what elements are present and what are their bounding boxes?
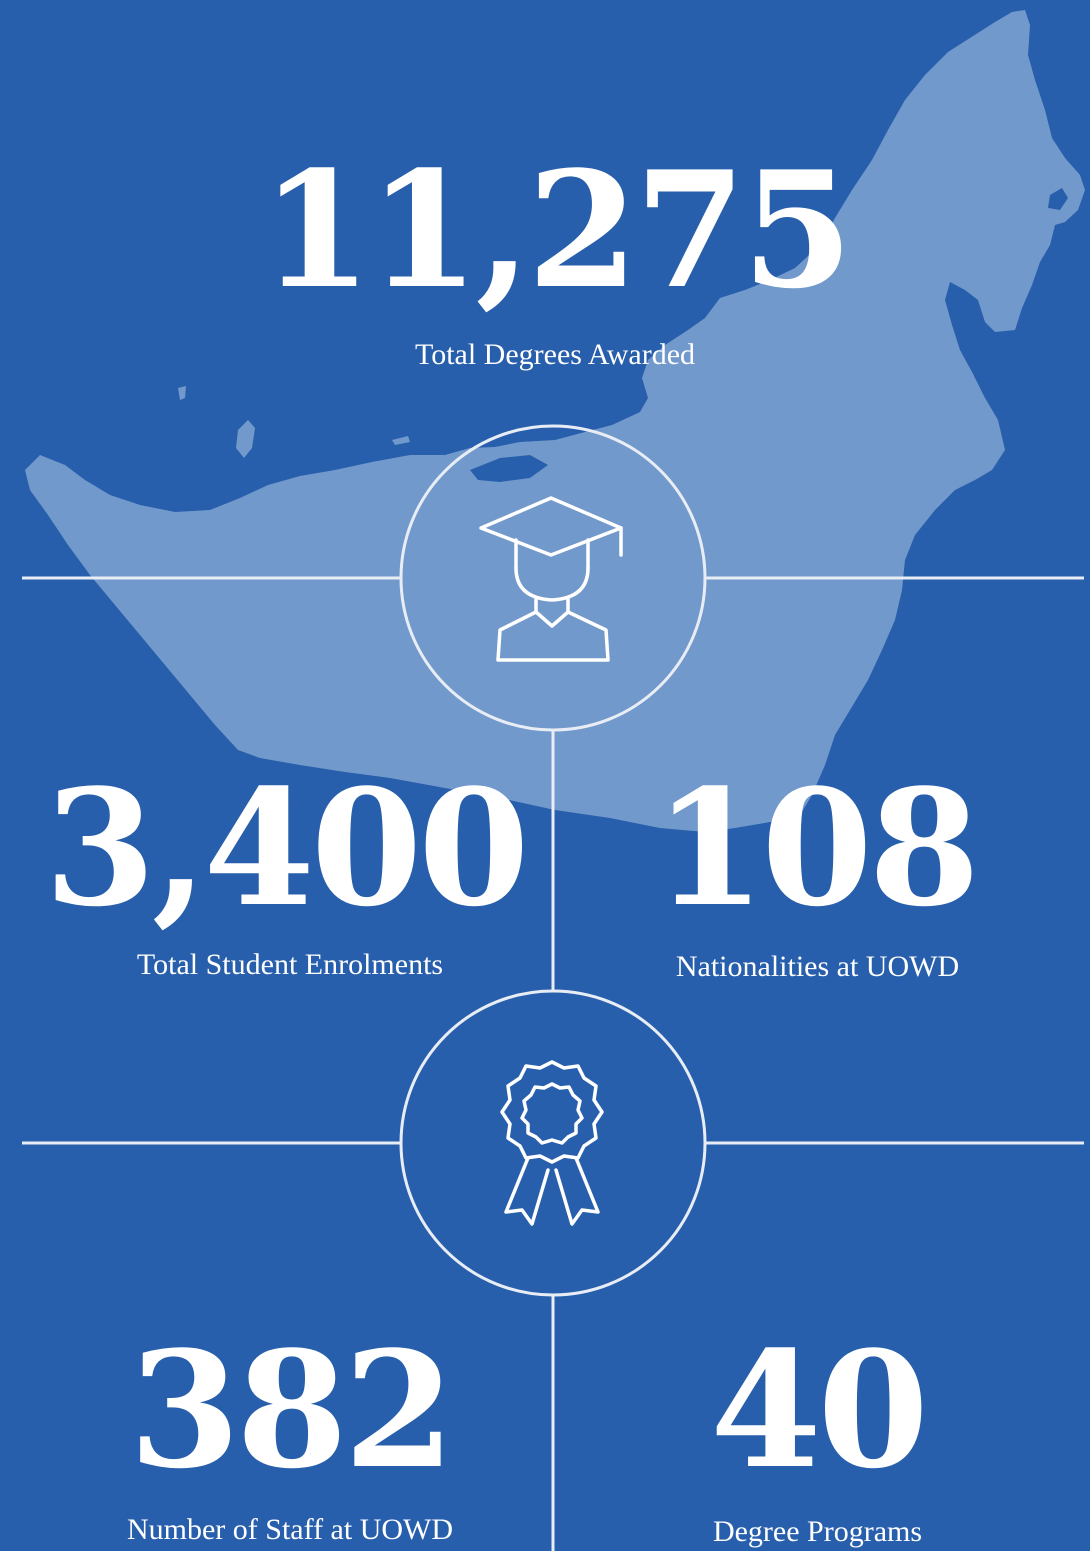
map-island [392,436,410,445]
divider-lines [22,424,1084,1551]
stat-value-staff: 382 [129,1316,455,1504]
stat-label-nationalities: Nationalities at UOWD [675,950,960,983]
map-silhouette [25,10,1085,832]
map-inlet [470,455,548,482]
stat-value-programs: 40 [710,1316,929,1504]
stat-value-nationalities: 108 [654,754,980,942]
stat-label-staff: Number of Staff at UOWD [126,1513,454,1546]
stat-value-degrees: 11,275 [260,136,853,324]
stat-value-enrolments: 3,400 [44,754,529,942]
map-island [236,420,255,458]
map-island [178,386,186,400]
stat-label-degrees: Total Degrees Awarded [414,338,696,371]
map-island [1048,188,1068,210]
award-ribbon-icon [500,1060,604,1226]
stat-label-programs: Degree Programs [712,1515,923,1548]
graduate-icon [479,496,623,662]
stat-label-enrolments: Total Student Enrolments [136,948,444,981]
icon-ring [399,424,707,732]
icon-ring [399,989,707,1297]
